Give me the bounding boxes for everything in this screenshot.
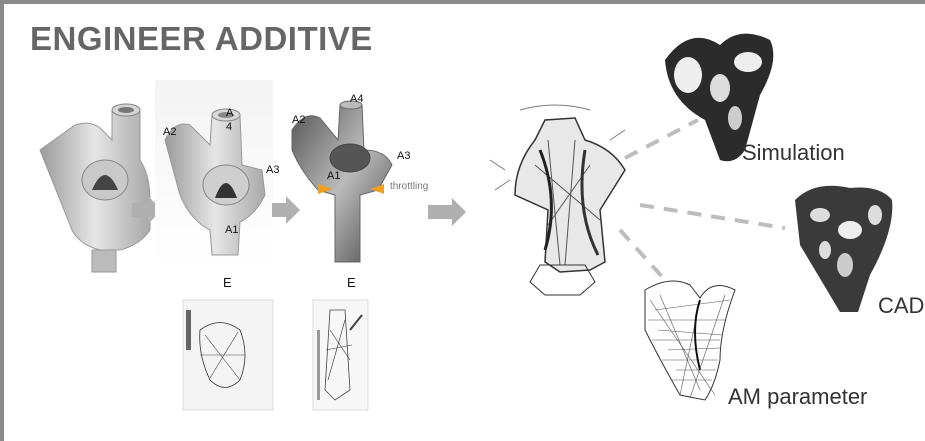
analysis-image-2	[313, 300, 368, 410]
stage3-label-a4: A4	[350, 93, 363, 105]
optimized-body	[490, 105, 625, 295]
stage2-part	[155, 80, 273, 265]
stage3-label-a2: A2	[292, 114, 305, 126]
simulation-label: Simulation	[742, 140, 845, 166]
stage2-label-a1: A1	[225, 224, 238, 236]
stage2-label-a3: A3	[266, 164, 279, 176]
stage3-part	[292, 101, 392, 262]
arrow-2	[272, 196, 300, 224]
connector-simulation	[625, 120, 698, 158]
stage2-label-a4-line1: A	[226, 107, 233, 119]
stage2-label-a2: A2	[163, 126, 176, 138]
throttling-label: throttling	[390, 181, 428, 192]
stage2-label-a4-line2: 4	[226, 121, 232, 133]
am-wireframe	[645, 281, 735, 400]
analysis-image-1	[183, 300, 273, 410]
connector-am	[620, 230, 665, 280]
arrow-3	[428, 198, 466, 226]
am-parameter-label: AM parameter	[728, 384, 867, 410]
stage3-label-a3: A3	[397, 150, 410, 162]
stage3-label-a1: A1	[327, 170, 340, 182]
connector-cad	[640, 205, 785, 228]
stage3-caption: E	[347, 275, 356, 290]
initial-part	[40, 104, 150, 272]
stage2-caption: E	[223, 275, 232, 290]
cad-label: CAD	[878, 293, 925, 319]
